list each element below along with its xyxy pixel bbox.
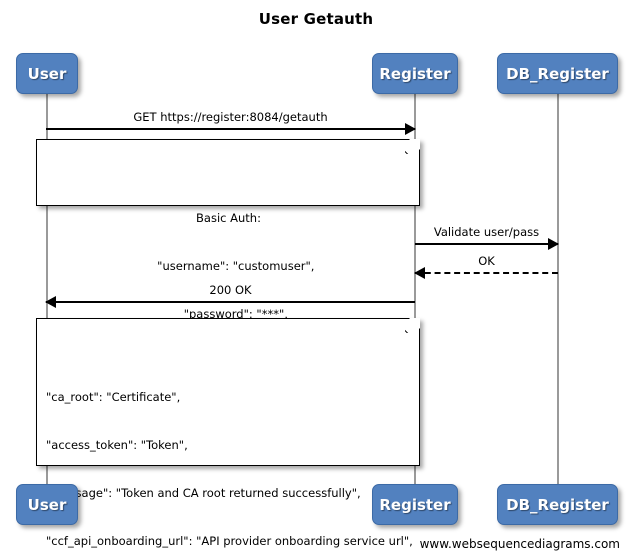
message-get-auth-line bbox=[46, 128, 415, 130]
note-response-line-2: "access_token": "Token", bbox=[46, 438, 188, 452]
actor-user-top[interactable]: User bbox=[16, 53, 78, 94]
message-ok-label: OK bbox=[478, 254, 495, 268]
note-fold-fill bbox=[409, 318, 420, 329]
watermark: www.websequencediagrams.com bbox=[419, 537, 620, 551]
message-ok-line bbox=[415, 272, 558, 274]
actor-user-bottom-label: User bbox=[27, 495, 67, 514]
actor-user-top-label: User bbox=[27, 64, 67, 83]
actor-register-bottom-label: Register bbox=[379, 495, 451, 514]
actor-db-register-top-label: DB_Register bbox=[506, 64, 609, 83]
lifeline-user bbox=[46, 94, 48, 487]
arrowhead-right-icon bbox=[405, 123, 416, 135]
arrowhead-left-icon bbox=[414, 267, 425, 279]
note-basic-auth: Basic Auth: "username": "customuser", "p… bbox=[36, 139, 420, 321]
note-basic-auth-line-2: "username": "customuser", bbox=[142, 259, 315, 273]
lifeline-db-register bbox=[557, 94, 559, 487]
lifeline-register bbox=[414, 94, 416, 487]
note-response-line-4: "ccf_api_onboarding_url": "API provider … bbox=[46, 534, 413, 548]
note-response-payload: "ca_root": "Certificate", "access_token"… bbox=[36, 318, 420, 548]
message-validate-user-pass-label: Validate user/pass bbox=[433, 225, 540, 239]
arrowhead-right-icon bbox=[548, 238, 559, 250]
note-response-line-3: "message": "Token and CA root returned s… bbox=[46, 486, 361, 500]
actor-db-register-bottom[interactable]: DB_Register bbox=[497, 484, 618, 525]
message-get-auth-label: GET https://register:8084/getauth bbox=[133, 110, 328, 124]
message-200-ok-line bbox=[46, 301, 415, 303]
note-response-line-1: "ca_root": "Certificate", bbox=[46, 390, 181, 404]
actor-user-bottom[interactable]: User bbox=[16, 484, 78, 525]
actor-register-bottom[interactable]: Register bbox=[372, 484, 458, 525]
actor-register-top[interactable]: Register bbox=[372, 53, 458, 94]
note-basic-auth-line-1: Basic Auth: bbox=[196, 211, 261, 225]
actor-db-register-top[interactable]: DB_Register bbox=[497, 53, 618, 94]
page-title: User Getauth bbox=[258, 10, 374, 28]
arrowhead-left-icon bbox=[45, 296, 56, 308]
actor-db-register-bottom-label: DB_Register bbox=[506, 495, 609, 514]
note-basic-auth-line-3: "password": "***", bbox=[169, 307, 288, 321]
note-fold-fill bbox=[409, 139, 420, 150]
message-validate-user-pass-line bbox=[415, 243, 558, 245]
actor-register-top-label: Register bbox=[379, 64, 451, 83]
message-200-ok-label: 200 OK bbox=[209, 283, 252, 297]
